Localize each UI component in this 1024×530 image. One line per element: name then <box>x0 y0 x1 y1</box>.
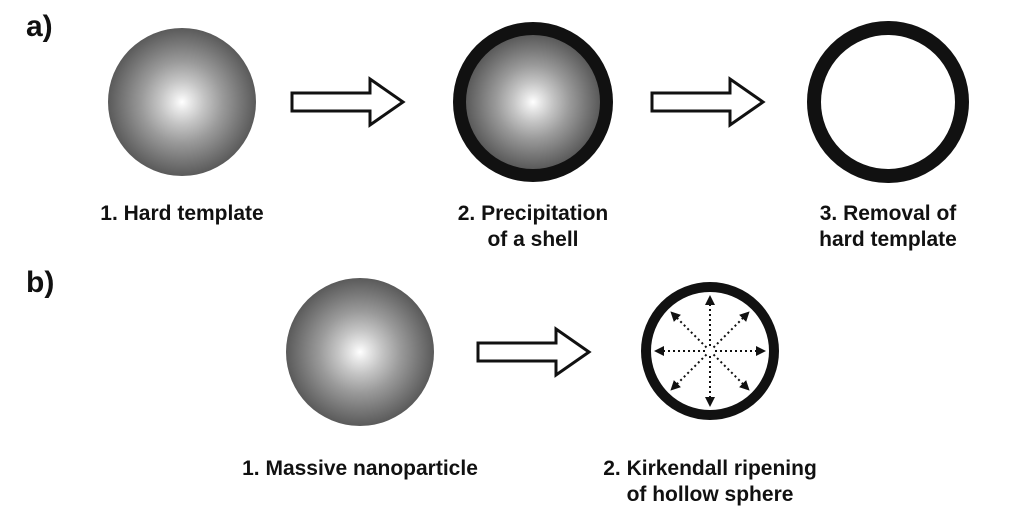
diffusion-arrow <box>670 311 708 349</box>
shell-coated-sphere-core <box>466 35 600 169</box>
step-b2-label-line2: of hollow sphere <box>627 483 794 506</box>
hard-template-sphere <box>108 28 256 176</box>
step-b2-label-line1: 2. Kirkendall ripening <box>603 457 817 480</box>
panel-b-label: b) <box>26 266 54 299</box>
process-arrow-a2 <box>650 76 766 128</box>
diffusion-arrow <box>712 353 750 391</box>
step-a2-label-line2: of a shell <box>487 228 578 251</box>
step-b1-label: 1. Massive nanoparticle <box>242 457 478 480</box>
diffusion-arrow <box>670 353 708 391</box>
panel-a-label: a) <box>26 10 53 43</box>
diffusion-arrow <box>712 311 750 349</box>
step-a3-label-line1: 3. Removal of <box>820 202 958 225</box>
massive-nanoparticle-sphere <box>286 278 434 426</box>
kirkendall-hollow-sphere <box>641 282 779 420</box>
step-a2-label-line1: 2. Precipitation <box>458 202 609 225</box>
process-arrow-a1 <box>290 76 406 128</box>
step-a3-label-line2: hard template <box>819 228 957 251</box>
outward-diffusion-arrows <box>654 295 766 407</box>
step-a1-label: 1. Hard template <box>100 202 263 225</box>
process-arrow-b1 <box>476 326 592 378</box>
hollow-shell <box>807 21 969 183</box>
